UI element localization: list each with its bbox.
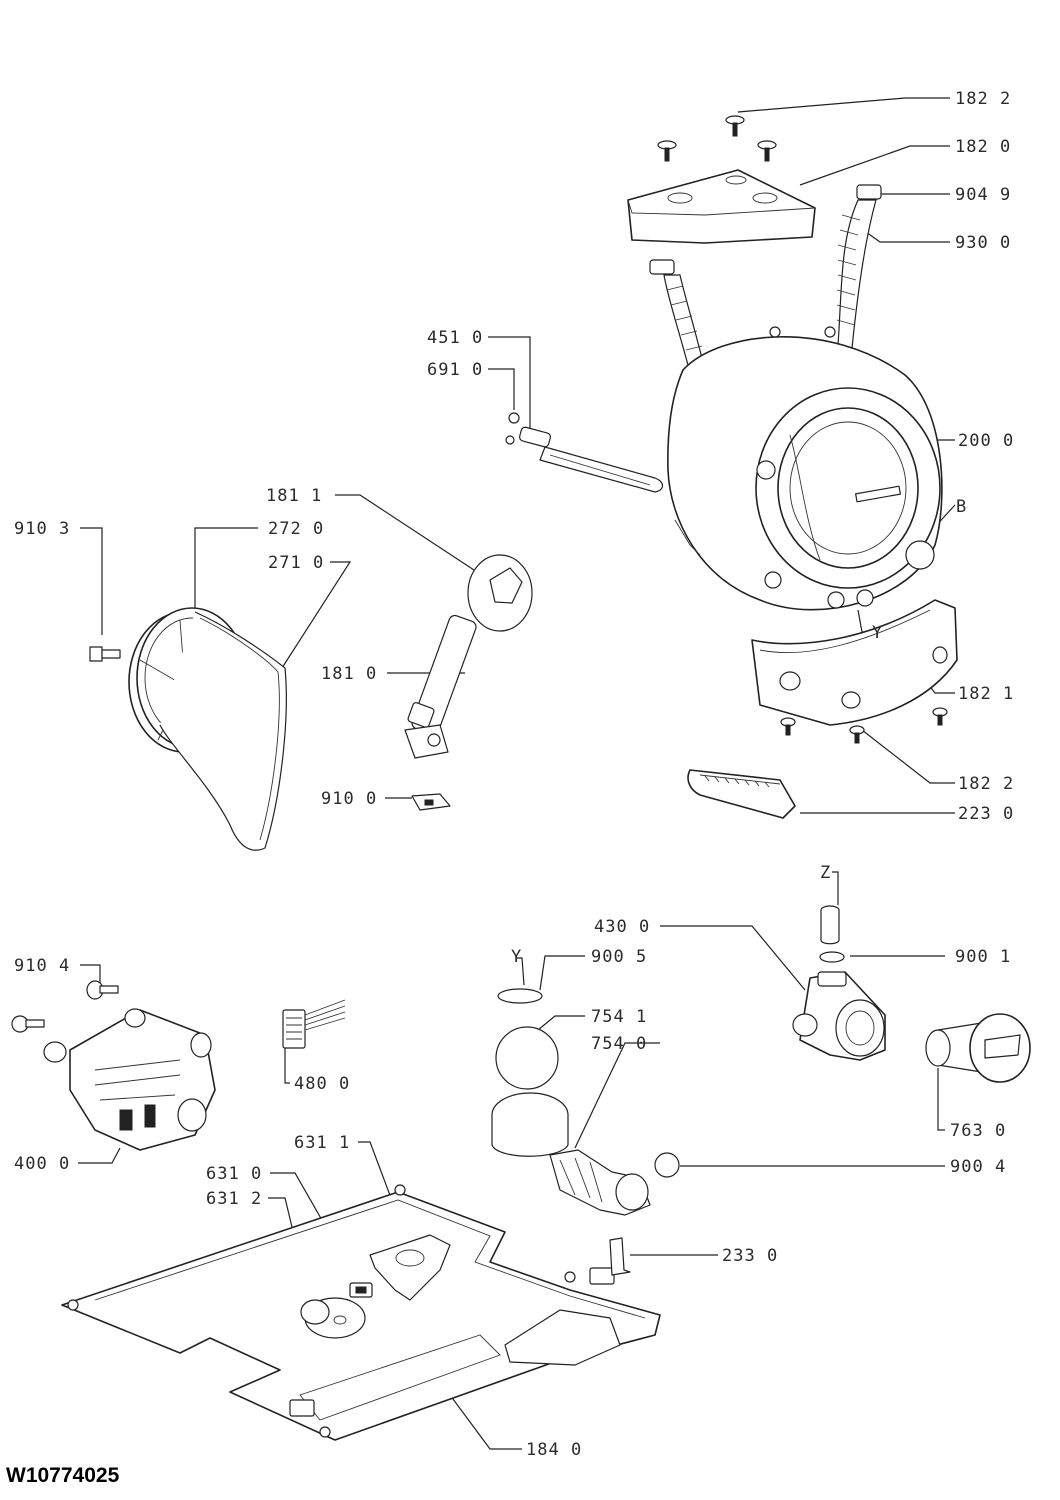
foot-631-2 [300, 1297, 366, 1339]
label-910-3: 910 3 [14, 519, 70, 539]
label-430-0: 430 0 [594, 917, 650, 937]
label-233-0: 233 0 [722, 1246, 778, 1266]
clamp-900-1 [819, 951, 845, 963]
counterweight-screw-2 [780, 717, 796, 736]
label-930-0: 930 0 [955, 233, 1011, 253]
leader-lines [78, 97, 956, 1450]
counterweight-screw-1 [932, 707, 948, 726]
label-631-0: 631 0 [206, 1164, 262, 1184]
label-272-0: 272 0 [268, 519, 324, 539]
label-904-9: 904 9 [955, 185, 1011, 205]
label-182-0: 182 0 [955, 137, 1011, 157]
belt [159, 611, 287, 851]
ball-754-1 [495, 1026, 559, 1090]
pump [792, 971, 886, 1061]
motor [43, 1008, 216, 1151]
label-184-0: 184 0 [526, 1440, 582, 1460]
lifter-223 [687, 769, 796, 819]
seal-disc [497, 988, 543, 1004]
wiring-connector [282, 999, 346, 1049]
heater [505, 412, 664, 493]
clamp-900-4 [654, 1152, 680, 1178]
label-182-2-top: 182 2 [955, 89, 1011, 109]
label-900-1: 900 1 [955, 947, 1011, 967]
support-631-1 [369, 1234, 451, 1301]
upper-counterweight [627, 169, 816, 244]
clip-631-0 [349, 1282, 373, 1298]
label-Y-bottom: Y [511, 947, 522, 967]
label-451-0: 451 0 [427, 328, 483, 348]
label-910-4: 910 4 [14, 956, 70, 976]
document-id: W10774025 [6, 1464, 120, 1487]
label-900-5: 900 5 [591, 947, 647, 967]
sump-hose [491, 1092, 651, 1216]
callout-labels: 182 2 182 0 904 9 930 0 451 0 691 0 200 … [14, 89, 1014, 1460]
bolt-910-4 [86, 980, 119, 1000]
label-181-0: 181 0 [321, 664, 377, 684]
label-B: B [956, 497, 967, 517]
label-763-0: 763 0 [950, 1121, 1006, 1141]
foot-233-0 [609, 1237, 631, 1276]
fitting-Z [820, 905, 840, 945]
label-754-1: 754 1 [591, 1007, 647, 1027]
label-182-1: 182 1 [958, 684, 1014, 704]
label-182-2-bottom: 182 2 [958, 774, 1014, 794]
label-480-0: 480 0 [294, 1074, 350, 1094]
label-223-0: 223 0 [958, 804, 1014, 824]
label-910-0: 910 0 [321, 789, 377, 809]
spring-right [836, 184, 882, 349]
counterweight-screw-3 [849, 725, 865, 744]
bolt-motor-small [11, 1015, 45, 1033]
label-691-0: 691 0 [427, 360, 483, 380]
label-Y-top: Y [872, 623, 883, 643]
label-631-2: 631 2 [206, 1189, 262, 1209]
label-400-0: 400 0 [14, 1154, 70, 1174]
bracket-910-0 [411, 793, 451, 811]
damper [404, 554, 533, 759]
label-200-0: 200 0 [958, 431, 1014, 451]
tub [667, 326, 943, 611]
label-Z: Z [820, 863, 831, 883]
bolt-910-3 [89, 646, 121, 662]
top-screw-left [657, 140, 677, 162]
top-screw-center [725, 115, 745, 137]
label-181-1: 181 1 [266, 486, 322, 506]
top-screw-right [757, 140, 777, 162]
label-754-0: 754 0 [591, 1034, 647, 1054]
lower-counterweight [751, 599, 958, 726]
filter-763-0 [925, 1013, 1031, 1083]
label-631-1: 631 1 [294, 1133, 350, 1153]
label-900-4: 900 4 [950, 1157, 1006, 1177]
label-271-0: 271 0 [268, 553, 324, 573]
